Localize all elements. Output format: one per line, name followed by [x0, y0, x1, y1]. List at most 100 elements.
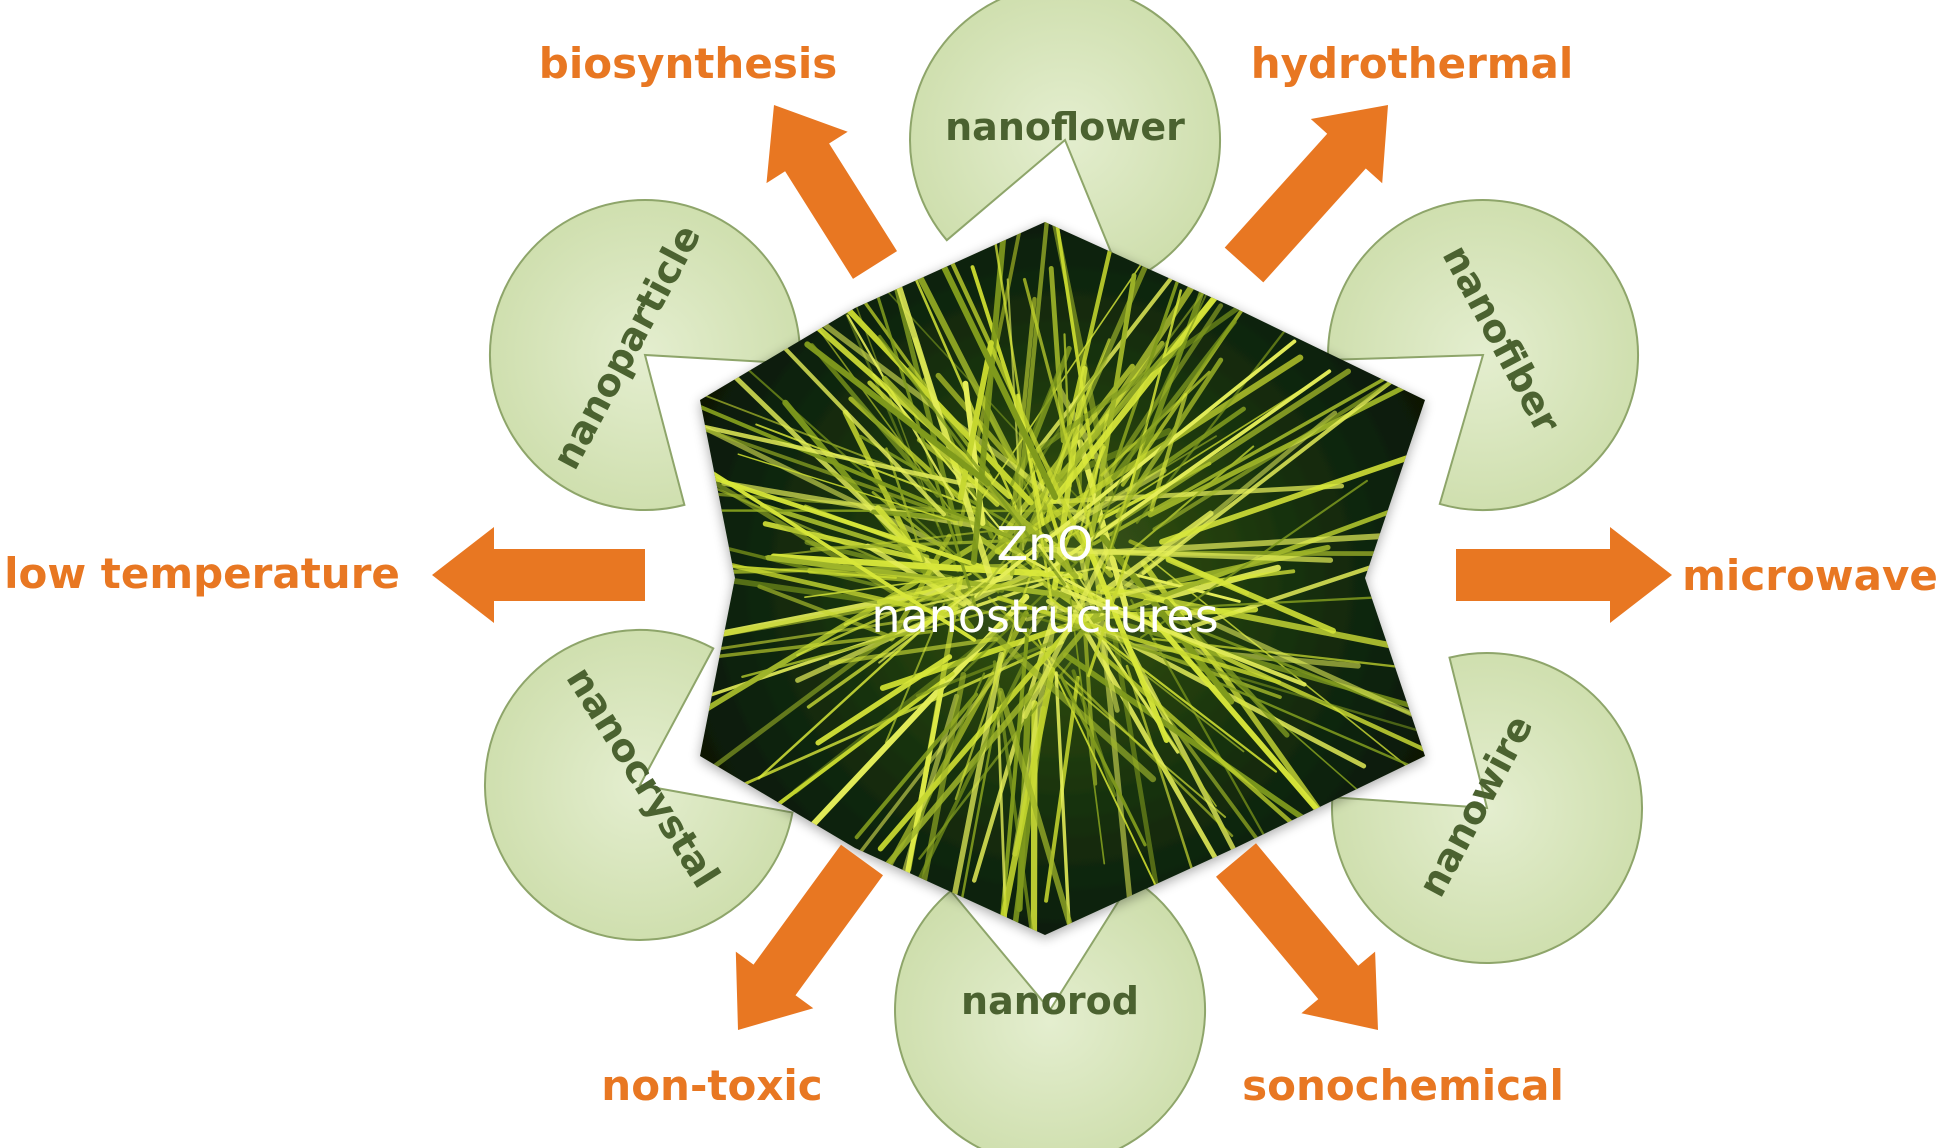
- nanofiber-strand: [866, 262, 980, 616]
- nanofiber-strand: [1009, 222, 1055, 577]
- segment-nanorod-label: nanorod: [961, 979, 1139, 1023]
- arrow-hydrothermal-icon: [1224, 105, 1388, 283]
- nanofiber-strand: [846, 611, 1101, 914]
- segment-nanoflower-shape: [909, 0, 1222, 285]
- nanofiber-strand: [997, 687, 1086, 935]
- nanofiber-strand: [815, 654, 953, 746]
- segment-nanoflower: nanoflower: [909, 0, 1222, 285]
- nanofiber-strand: [701, 465, 977, 642]
- nanofiber-strand: [1128, 289, 1183, 491]
- nanofiber-strand: [700, 414, 1027, 544]
- nanofiber-strand: [1117, 445, 1255, 563]
- nanofiber-strand: [874, 505, 926, 563]
- nanofiber-strand: [846, 314, 955, 500]
- nanofiber-strand: [1110, 626, 1165, 922]
- nanofiber-strand: [1115, 357, 1224, 519]
- method-low-temperature: low temperature: [4, 549, 400, 598]
- nanofiber-strand: [957, 340, 994, 501]
- nanofiber-strand: [915, 641, 1052, 698]
- nanofiber-strand: [855, 222, 1059, 501]
- structure-segments: nanoflower nanofiber nanowire nanorod na…: [483, 0, 1643, 1148]
- nanofiber-strand: [1060, 587, 1307, 687]
- nanofiber-strand: [700, 405, 983, 490]
- segment-nanofiber-shape: [1327, 199, 1640, 512]
- method-labels: biosynthesis hydrothermal microwave sono…: [4, 39, 1938, 1110]
- nanofiber-strand: [987, 596, 1234, 838]
- segment-nanocrystal-shape: [483, 629, 794, 941]
- nanofiber-strand: [970, 289, 1206, 606]
- nanofiber-strand: [994, 354, 1304, 555]
- nanofiber-strand: [1049, 467, 1167, 538]
- nanofiber-strand: [700, 379, 1023, 544]
- nanofiber-strand: [796, 578, 967, 657]
- nanofiber-strand: [992, 633, 1157, 783]
- segment-nanoflower-label: nanoflower: [945, 105, 1185, 149]
- arrow-sonochemical-icon: [1216, 843, 1378, 1030]
- nanofiber-strand: [1152, 304, 1425, 532]
- nanofiber-strand: [954, 547, 1041, 801]
- segment-nanowire: nanowire: [1331, 652, 1643, 964]
- nanofiber-strand: [828, 636, 998, 666]
- nanofiber-strand: [702, 472, 996, 573]
- nanofiber-strand: [710, 542, 1022, 623]
- nanofiber-strand: [700, 576, 1043, 643]
- nanofiber-strand: [966, 666, 1056, 935]
- nanofiber-strand: [760, 502, 930, 560]
- nanofiber-strand: [809, 343, 941, 498]
- nanofiber-strand: [1010, 609, 1425, 739]
- nanofiber-strand: [1031, 546, 1334, 563]
- nanofiber-strand: [757, 584, 896, 640]
- segment-nanoparticle: nanoparticle: [489, 199, 801, 511]
- nanofiber-strand: [1071, 669, 1117, 798]
- arrow-non-toxic-icon: [735, 844, 883, 1030]
- nanofiber-strand: [1022, 551, 1108, 719]
- nanofiber-strand: [765, 555, 1072, 599]
- nanofiber-strand: [932, 222, 1090, 556]
- nanofiber-strand: [807, 567, 950, 586]
- nanofiber-strand: [1111, 319, 1237, 480]
- nanofiber-strand: [700, 612, 957, 677]
- arrow-biosynthesis-icon: [766, 105, 897, 279]
- nanofiber-strand: [885, 671, 967, 935]
- method-non-toxic: non-toxic: [601, 1061, 822, 1110]
- method-microwave: microwave: [1682, 551, 1938, 600]
- arrow-low-temperature-icon: [432, 527, 645, 623]
- nanofiber-strand: [700, 583, 959, 791]
- nanofiber-strand: [852, 222, 963, 544]
- method-hydrothermal: hydrothermal: [1251, 39, 1574, 88]
- nanofiber-strand: [700, 488, 936, 511]
- nanofiber-strand: [1149, 393, 1188, 512]
- nanofiber-strand: [878, 334, 1067, 587]
- method-biosynthesis: biosynthesis: [539, 39, 837, 88]
- segment-nanorod-shape: [894, 877, 1207, 1148]
- nanofiber-strand: [996, 595, 1282, 685]
- nanofiber-strand: [700, 555, 921, 610]
- nanofiber-strand: [700, 516, 952, 618]
- nanofiber-strand: [1087, 551, 1131, 678]
- nanofiber-strand: [700, 382, 894, 594]
- center-label-line2: nanostructures: [871, 589, 1218, 643]
- nanofiber-strand: [737, 453, 957, 523]
- nanofiber-strand: [770, 553, 1084, 580]
- nanofiber-strand: [945, 651, 1005, 930]
- nanofiber-strand: [1165, 556, 1336, 634]
- nanofiber-strand: [1095, 584, 1425, 658]
- segment-nanoparticle-shape: [489, 199, 801, 511]
- nanofiber-strand: [1141, 369, 1406, 575]
- center-label-line1: ZnO: [997, 517, 1094, 571]
- nanofiber-strand: [755, 423, 985, 513]
- nanofiber-strand: [1152, 637, 1425, 681]
- nanofiber-strand: [852, 581, 1069, 862]
- nanofiber-strand: [804, 341, 991, 486]
- nanofiber-strand: [1009, 357, 1107, 506]
- method-arrows: [432, 105, 1672, 1030]
- nanofiber-strand: [976, 222, 1053, 603]
- arrow-microwave-icon: [1456, 527, 1672, 623]
- method-sonochemical: sonochemical: [1242, 1061, 1564, 1110]
- nanofiber-strand: [996, 706, 1011, 935]
- nanofiber-strand: [1059, 673, 1147, 847]
- segment-nanorod: nanorod: [894, 877, 1207, 1148]
- nanofiber-strand: [1083, 626, 1245, 753]
- nanofiber-strand: [741, 603, 1018, 678]
